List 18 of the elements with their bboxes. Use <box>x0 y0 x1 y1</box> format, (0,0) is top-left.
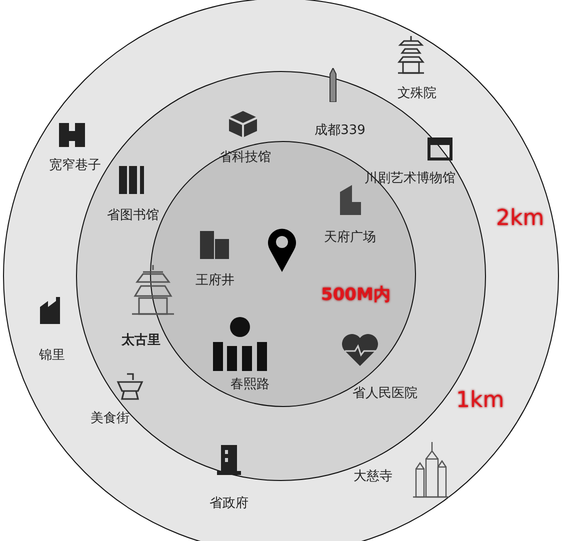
place-label: 宽窄巷子 <box>49 157 101 174</box>
distance-label: 1km <box>456 388 504 413</box>
place-label: 春熙路 <box>230 376 270 393</box>
place-label: 美食街 <box>90 410 130 427</box>
place-label: 锦里 <box>39 347 65 364</box>
place-label: 天府广场 <box>324 229 376 246</box>
place-label: 王府井 <box>196 272 234 289</box>
place-label: 文殊院 <box>398 85 436 102</box>
distance-label: 500M内 <box>321 284 390 306</box>
place-label: 川剧艺术博物馆 <box>364 170 456 187</box>
place-label: 省图书馆 <box>107 207 159 224</box>
distance-label: 2km <box>496 206 544 231</box>
place-label: 省人民医院 <box>352 385 418 402</box>
place-label: 大慈寺 <box>354 468 392 485</box>
place-label: 省政府 <box>210 495 248 512</box>
place-label: 成都339 <box>314 122 366 139</box>
place-label: 省科技馆 <box>219 149 271 166</box>
place-label: 太古里 <box>122 332 160 349</box>
